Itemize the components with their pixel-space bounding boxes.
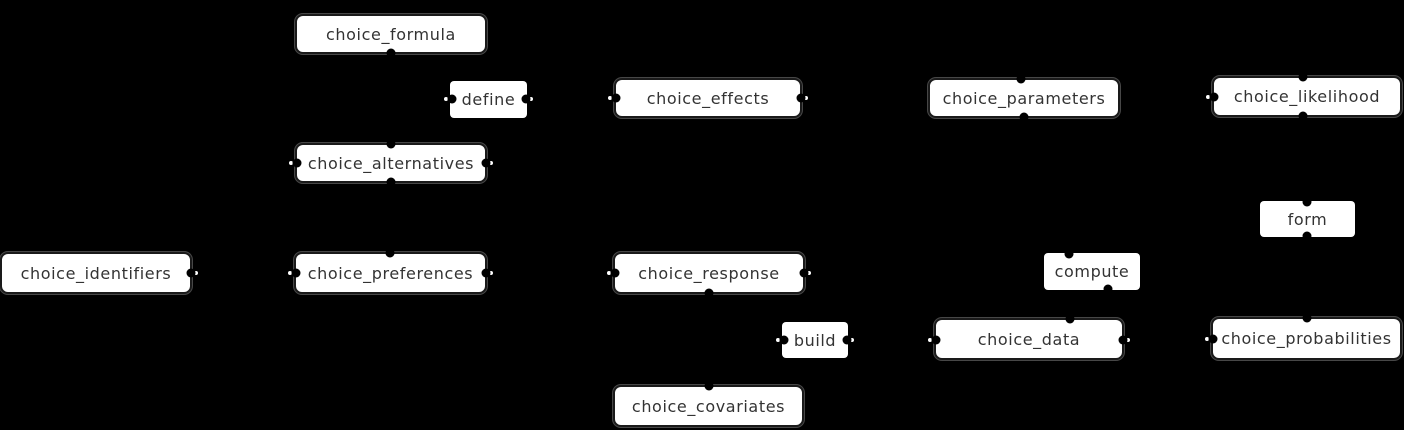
edge-connector-notch — [1209, 92, 1218, 102]
edge-connector-notch — [291, 268, 300, 278]
edge-connector-notch — [1064, 249, 1074, 259]
edge-connector-notch — [481, 268, 490, 278]
edge-endpoint-dot — [807, 271, 811, 275]
edge-connector-notch — [447, 94, 456, 104]
node-label: choice_likelihood — [1233, 87, 1381, 106]
edge-label-text: form — [1287, 209, 1328, 229]
edge-label-build: build — [782, 322, 848, 358]
node-label: choice_formula — [326, 24, 456, 44]
node-label: choice_parameters — [942, 88, 1106, 108]
edge-endpoint-dot — [194, 271, 198, 275]
edge-endpoint-dot — [850, 338, 854, 342]
edge-endpoint-dot — [1126, 338, 1130, 342]
edge-endpoint-dot — [489, 161, 493, 165]
edge-connector-notch — [292, 158, 301, 168]
edge-connector-notch — [779, 335, 788, 345]
edge-endpoint-dot — [289, 161, 293, 165]
node-label: choice_covariates — [631, 396, 786, 416]
node-choice-covariates: choice_covariates — [613, 385, 804, 427]
node-label: choice_preferences — [307, 263, 474, 283]
edge-connector-notch — [481, 158, 490, 168]
edge-connector-notch — [1208, 334, 1217, 344]
edge-connector-notch — [386, 177, 396, 187]
edge-endpoint-dot — [804, 96, 808, 100]
node-label: choice_identifiers — [20, 263, 172, 283]
edge-connector-notch — [842, 335, 851, 345]
edge-endpoint-dot — [776, 338, 780, 342]
edge-connector-notch — [186, 268, 195, 278]
edge-endpoint-dot — [288, 271, 292, 275]
edge-endpoint-dot — [489, 271, 493, 275]
edge-connector-notch — [611, 93, 620, 103]
node-choice-identifiers: choice_identifiers — [0, 252, 192, 294]
edge-connector-notch — [1103, 284, 1113, 294]
edge-label-text: build — [793, 330, 837, 350]
node-label: choice_data — [977, 329, 1081, 349]
node-choice-preferences: choice_preferences — [294, 252, 487, 294]
edge-endpoint-dot — [1205, 337, 1209, 341]
edge-connector-notch — [704, 381, 714, 391]
node-choice-probabilities: choice_probabilities — [1211, 317, 1402, 360]
edge-connector-notch — [610, 268, 619, 278]
node-choice-data: choice_data — [934, 318, 1124, 360]
edge-endpoint-dot — [607, 271, 611, 275]
node-label: choice_effects — [646, 88, 770, 108]
edge-connector-notch — [1302, 313, 1312, 323]
edge-label-compute: compute — [1044, 253, 1140, 290]
node-choice-effects: choice_effects — [614, 78, 802, 118]
edge-connector-notch — [1118, 335, 1127, 345]
edge-label-text: define — [461, 90, 516, 109]
edge-endpoint-dot — [529, 97, 533, 101]
edge-endpoint-dot — [928, 338, 932, 342]
edge-label-form: form — [1260, 201, 1355, 237]
edge-connector-notch — [704, 288, 714, 298]
node-choice-likelihood: choice_likelihood — [1212, 76, 1402, 117]
node-choice-formula: choice_formula — [295, 14, 487, 54]
edge-connector-notch — [1016, 74, 1026, 84]
node-label: choice_probabilities — [1221, 329, 1392, 348]
edge-endpoint-dot — [1206, 95, 1210, 99]
edge-endpoint-dot — [444, 97, 448, 101]
edge-connector-notch — [521, 94, 530, 104]
edge-connector-notch — [1302, 231, 1312, 241]
node-label: choice_alternatives — [307, 153, 475, 173]
edge-connector-notch — [796, 93, 805, 103]
edge-connector-notch — [1065, 314, 1075, 324]
edge-connector-notch — [386, 48, 396, 58]
edge-connector-notch — [799, 268, 808, 278]
edge-connector-notch — [386, 139, 396, 149]
node-label: choice_response — [638, 263, 780, 283]
edge-label-text: compute — [1054, 262, 1130, 281]
edge-label-define: define — [450, 81, 527, 118]
edge-connector-notch — [1298, 72, 1308, 82]
edge-connector-notch — [1298, 111, 1308, 121]
edge-connector-notch — [931, 335, 940, 345]
edge-connector-notch — [1302, 197, 1312, 207]
edge-endpoint-dot — [608, 96, 612, 100]
edge-connector-notch — [1019, 112, 1029, 122]
edge-connector-notch — [385, 248, 395, 258]
